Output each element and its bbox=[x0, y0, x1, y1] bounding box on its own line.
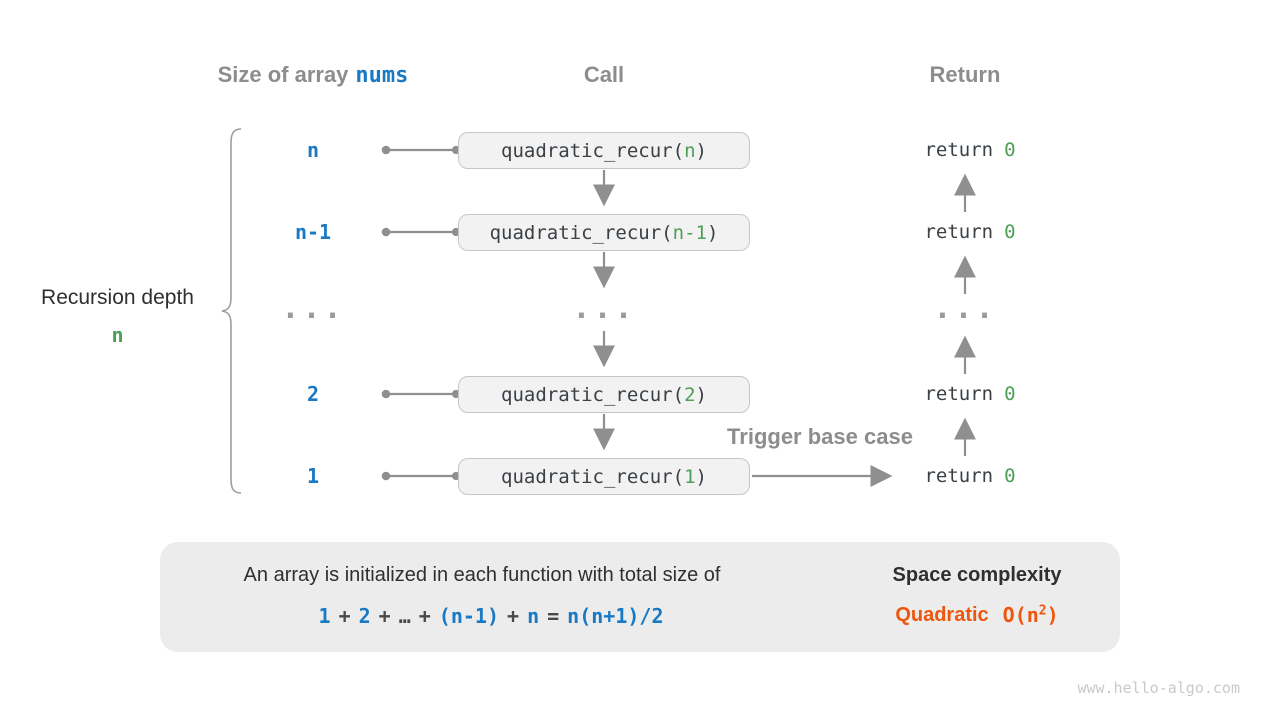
return-value: 0 bbox=[1004, 221, 1016, 243]
size-label: n bbox=[306, 138, 320, 162]
return-label: return 0 bbox=[905, 462, 1035, 490]
call-arg: 1 bbox=[684, 465, 696, 488]
return-value: 0 bbox=[1004, 139, 1016, 161]
recursion-depth-value: n bbox=[111, 323, 124, 347]
call-text: quadratic_recur( bbox=[489, 221, 673, 244]
summary-panel: An array is initialized in each function… bbox=[160, 542, 1120, 652]
complexity-word: Quadratic bbox=[895, 603, 989, 626]
return-keyword: return bbox=[924, 221, 994, 243]
eq-operator: + bbox=[507, 604, 520, 628]
size-label: 1 bbox=[306, 464, 320, 488]
eq-term: 2 bbox=[358, 604, 371, 628]
space-complexity-title: Space complexity bbox=[892, 563, 1062, 586]
size-column-header: Size of array nums bbox=[163, 61, 463, 89]
eq-term: (n-1) bbox=[438, 604, 500, 628]
connector-lines bbox=[381, 145, 461, 481]
return-keyword: return bbox=[924, 383, 994, 405]
size-label: 2 bbox=[306, 382, 320, 406]
call-box: quadratic_recur(n) bbox=[458, 132, 750, 169]
call-text: quadratic_recur( bbox=[501, 465, 685, 488]
eq-result: n(n+1)/2 bbox=[567, 604, 664, 628]
big-o-notation: O(n2) bbox=[1002, 603, 1059, 627]
call-box: quadratic_recur(1) bbox=[458, 458, 750, 495]
call-text: quadratic_recur( bbox=[501, 139, 685, 162]
call-column-header: Call bbox=[583, 62, 625, 87]
return-label: return 0 bbox=[905, 218, 1035, 246]
eq-term: n bbox=[527, 604, 540, 628]
call-arg: n bbox=[684, 139, 696, 162]
panel-equation: 1 + 2 + … + (n-1) + n = n(n+1)/2 bbox=[191, 601, 791, 631]
size-header-text: Size of array bbox=[217, 62, 349, 87]
return-label: return 0 bbox=[905, 380, 1035, 408]
return-value: 0 bbox=[1004, 383, 1016, 405]
eq-operator: + bbox=[338, 604, 351, 628]
eq-ellipsis: … bbox=[398, 604, 411, 628]
call-ellipsis: ... bbox=[572, 291, 636, 326]
eq-equals: = bbox=[547, 604, 560, 628]
eq-operator: + bbox=[378, 604, 391, 628]
call-box: quadratic_recur(n-1) bbox=[458, 214, 750, 251]
eq-operator: + bbox=[418, 604, 431, 628]
panel-description: An array is initialized in each function… bbox=[243, 563, 721, 586]
return-ellipsis: ... bbox=[933, 291, 997, 326]
trigger-base-case-label: Trigger base case bbox=[727, 424, 913, 449]
call-close: ) bbox=[695, 139, 707, 162]
nums-code-text: nums bbox=[355, 62, 409, 88]
return-column-header: Return bbox=[929, 62, 1001, 87]
website-watermark: www.hello-algo.com bbox=[1077, 679, 1240, 697]
size-ellipsis: ... bbox=[281, 291, 345, 326]
call-text: quadratic_recur( bbox=[501, 383, 685, 406]
return-value: 0 bbox=[1004, 465, 1016, 487]
call-arg: 2 bbox=[684, 383, 696, 406]
return-keyword: return bbox=[924, 465, 994, 487]
return-label: return 0 bbox=[905, 136, 1035, 164]
call-close: ) bbox=[695, 383, 707, 406]
call-close: ) bbox=[695, 465, 707, 488]
call-arg: n-1 bbox=[672, 221, 707, 244]
recursion-depth-label: Recursion depth bbox=[41, 286, 194, 309]
size-label: n-1 bbox=[294, 220, 332, 244]
call-box: quadratic_recur(2) bbox=[458, 376, 750, 413]
space-complexity-result: Quadratic O(n2) bbox=[827, 600, 1127, 630]
call-close: ) bbox=[706, 221, 719, 244]
return-keyword: return bbox=[924, 139, 994, 161]
eq-term: 1 bbox=[318, 604, 331, 628]
